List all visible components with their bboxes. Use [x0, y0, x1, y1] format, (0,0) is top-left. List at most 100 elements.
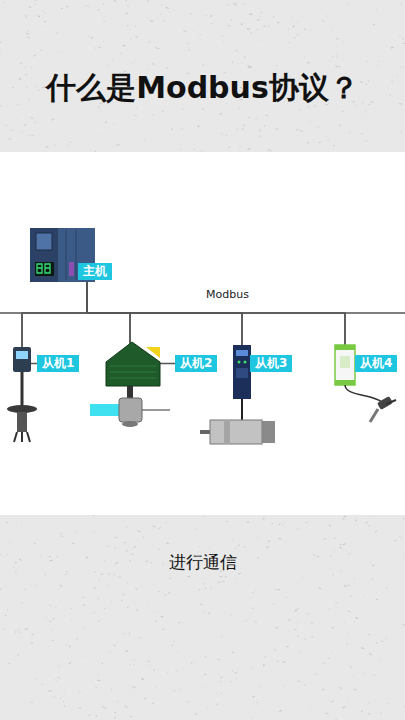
texture-stroke: [261, 29, 263, 30]
texture-stroke: [288, 28, 290, 29]
texture-stroke: [238, 108, 239, 109]
texture-stroke: [163, 20, 166, 21]
texture-stroke: [130, 39, 132, 40]
texture-stroke: [14, 83, 15, 84]
texture-stroke: [173, 690, 176, 691]
texture-stroke: [112, 59, 113, 61]
texture-stroke: [244, 547, 246, 548]
texture-stroke: [184, 54, 185, 56]
texture-stroke: [125, 706, 126, 707]
texture-stroke: [397, 76, 399, 77]
texture-stroke: [242, 128, 244, 130]
drop-wire: [21, 313, 23, 347]
texture-stroke: [355, 617, 358, 618]
texture-stroke: [133, 546, 135, 547]
texture-stroke: [21, 603, 23, 604]
texture-stroke: [304, 638, 306, 640]
texture-stroke: [144, 698, 146, 699]
texture-stroke: [250, 32, 251, 33]
texture-stroke: [161, 616, 164, 618]
texture-stroke: [399, 536, 401, 538]
texture-stroke: [328, 140, 329, 141]
texture-stroke: [304, 684, 306, 685]
texture-stroke: [368, 634, 371, 635]
transmitter-cap: [335, 345, 355, 350]
texture-stroke: [258, 557, 260, 558]
texture-stroke: [295, 610, 297, 612]
texture-stroke: [10, 129, 12, 130]
texture-stroke: [247, 28, 250, 30]
texture-stroke: [261, 12, 262, 13]
texture-stroke: [243, 3, 245, 5]
texture-stroke: [236, 64, 238, 65]
texture-stroke: [113, 124, 115, 125]
texture-stroke: [126, 582, 127, 583]
texture-stroke: [353, 621, 354, 622]
texture-stroke: [216, 704, 218, 705]
texture-stroke: [402, 38, 404, 39]
texture-stroke: [256, 118, 257, 120]
texture-stroke: [30, 716, 32, 717]
texture-stroke: [165, 594, 166, 596]
texture-stroke: [0, 578, 1, 579]
texture-stroke: [114, 717, 116, 719]
texture-stroke: [353, 676, 354, 677]
texture-stroke: [213, 594, 214, 595]
motor-body: [210, 420, 262, 444]
texture-stroke: [134, 115, 136, 116]
texture-stroke: [19, 559, 22, 561]
texture-stroke: [380, 712, 382, 714]
texture-stroke: [402, 624, 404, 626]
texture-stroke: [354, 689, 357, 690]
texture-stroke: [0, 50, 1, 52]
meter-head: [13, 347, 31, 372]
texture-stroke: [50, 34, 52, 35]
texture-stroke: [126, 550, 128, 552]
texture-stroke: [93, 515, 94, 516]
texture-stroke: [257, 29, 258, 30]
texture-stroke: [307, 142, 309, 144]
texture-stroke: [46, 616, 47, 618]
texture-stroke: [297, 608, 299, 609]
texture-stroke: [339, 687, 342, 688]
texture-stroke: [191, 31, 193, 32]
texture-stroke: [105, 121, 107, 123]
texture-stroke: [133, 660, 135, 661]
texture-stroke: [52, 640, 54, 642]
texture-stroke: [263, 518, 265, 519]
texture-stroke: [218, 582, 221, 583]
texture-stroke: [98, 46, 101, 48]
transmitter-label: [340, 356, 350, 368]
drop-wire: [86, 282, 88, 313]
meter-stem: [21, 372, 24, 406]
texture-stroke: [129, 634, 131, 636]
texture-stroke: [147, 0, 149, 1]
texture-stroke: [93, 531, 94, 532]
texture-stroke: [17, 104, 18, 105]
texture-stroke: [257, 537, 259, 539]
texture-stroke: [64, 690, 65, 691]
texture-stroke: [189, 49, 190, 50]
texture-stroke: [256, 698, 257, 700]
texture-stroke: [114, 573, 116, 575]
sensor-gland: [386, 400, 396, 404]
texture-stroke: [87, 683, 88, 684]
texture-stroke: [297, 528, 299, 530]
texture-stroke: [26, 17, 28, 19]
texture-stroke: [20, 63, 23, 64]
texture-stroke: [42, 714, 43, 716]
texture-stroke: [27, 36, 30, 37]
texture-stroke: [142, 678, 144, 680]
texture-stroke: [65, 110, 66, 111]
texture-stroke: [335, 719, 337, 720]
texture-stroke: [365, 522, 368, 523]
texture-stroke: [115, 562, 118, 563]
texture-stroke: [369, 654, 372, 655]
texture-stroke: [269, 150, 271, 151]
texture-stroke: [21, 131, 23, 132]
texture-stroke: [165, 523, 167, 524]
texture-stroke: [339, 125, 341, 126]
sensor-cable: [345, 385, 382, 402]
texture-stroke: [273, 685, 274, 686]
texture-stroke: [391, 47, 394, 49]
